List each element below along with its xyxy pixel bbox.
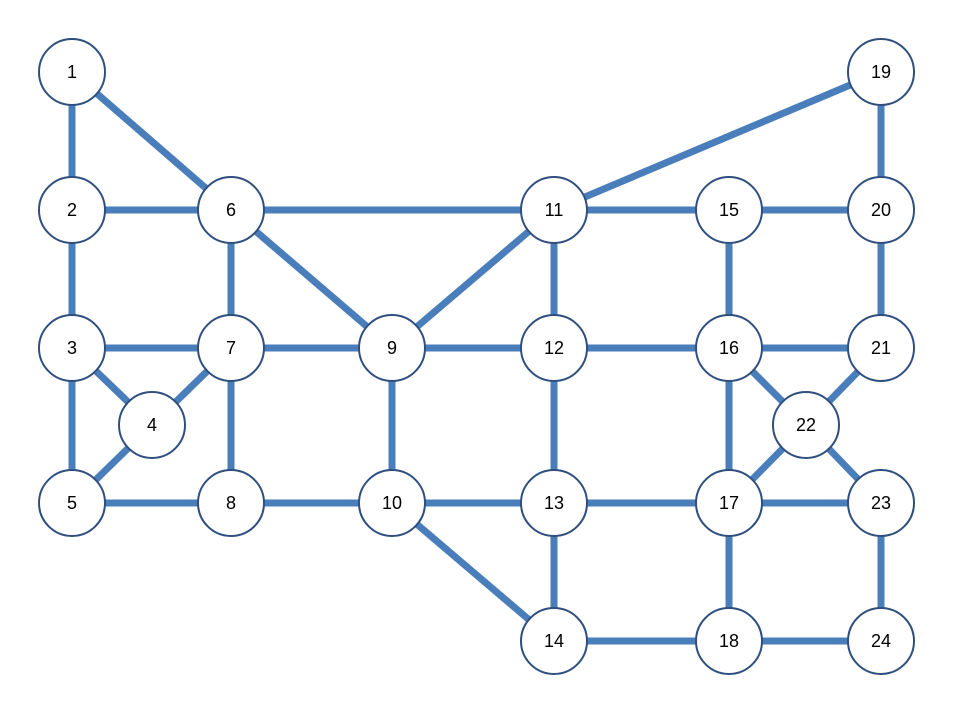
node-label: 8 (226, 493, 236, 513)
node-circle (118, 391, 186, 459)
node-label: 12 (544, 338, 564, 358)
node-12: 12 (520, 314, 588, 382)
node-7: 7 (197, 314, 265, 382)
node-8: 8 (197, 469, 265, 537)
node-10: 10 (358, 469, 426, 537)
edge-1-6 (69, 69, 234, 213)
node-circle (695, 607, 763, 675)
node-21: 21 (847, 314, 915, 382)
node-label: 16 (719, 338, 739, 358)
node-label: 2 (67, 200, 77, 220)
node-label: 7 (226, 338, 236, 358)
node-11: 11 (520, 176, 588, 244)
node-circle (197, 176, 265, 244)
node-label: 6 (226, 200, 236, 220)
node-circle (358, 469, 426, 537)
node-circle (520, 176, 588, 244)
node-15: 15 (695, 176, 763, 244)
node-circle (695, 176, 763, 244)
node-9: 9 (358, 314, 426, 382)
node-label: 20 (871, 200, 891, 220)
node-label: 24 (871, 631, 891, 651)
node-label: 10 (382, 493, 402, 513)
edge-6-9 (228, 207, 395, 351)
node-14: 14 (520, 607, 588, 675)
node-label: 1 (67, 62, 77, 82)
node-circle (847, 607, 915, 675)
node-label: 3 (67, 338, 77, 358)
node-circle (695, 314, 763, 382)
node-13: 13 (520, 469, 588, 537)
edge-9-11 (389, 207, 557, 351)
node-4: 4 (118, 391, 186, 459)
node-18: 18 (695, 607, 763, 675)
node-label: 18 (719, 631, 739, 651)
node-label: 17 (719, 493, 739, 513)
node-circle (847, 314, 915, 382)
node-circle (772, 391, 840, 459)
node-6: 6 (197, 176, 265, 244)
edge-11-19 (552, 68, 883, 214)
node-circle (38, 176, 106, 244)
edge-10-14 (389, 500, 557, 644)
node-19: 19 (847, 38, 915, 106)
node-24: 24 (847, 607, 915, 675)
node-circle (520, 314, 588, 382)
node-22: 22 (772, 391, 840, 459)
node-circle (38, 469, 106, 537)
node-circle (847, 469, 915, 537)
node-label: 15 (719, 200, 739, 220)
node-circle (38, 314, 106, 382)
node-circle (847, 38, 915, 106)
node-label: 5 (67, 493, 77, 513)
node-circle (197, 314, 265, 382)
node-label: 22 (796, 415, 816, 435)
node-label: 11 (545, 200, 564, 220)
node-17: 17 (695, 469, 763, 537)
node-circle (520, 469, 588, 537)
node-label: 21 (871, 338, 891, 358)
node-2: 2 (38, 176, 106, 244)
node-circle (695, 469, 763, 537)
node-circle (38, 38, 106, 106)
node-circle (358, 314, 426, 382)
node-23: 23 (847, 469, 915, 537)
node-label: 19 (871, 62, 891, 82)
node-label: 9 (387, 338, 397, 358)
node-16: 16 (695, 314, 763, 382)
node-label: 23 (871, 493, 891, 513)
node-circle (847, 176, 915, 244)
node-label: 13 (544, 493, 564, 513)
node-5: 5 (38, 469, 106, 537)
node-circle (520, 607, 588, 675)
node-1: 1 (38, 38, 106, 106)
node-circle (197, 469, 265, 537)
node-label: 14 (544, 631, 564, 651)
node-3: 3 (38, 314, 106, 382)
node-label: 4 (147, 415, 157, 435)
node-20: 20 (847, 176, 915, 244)
